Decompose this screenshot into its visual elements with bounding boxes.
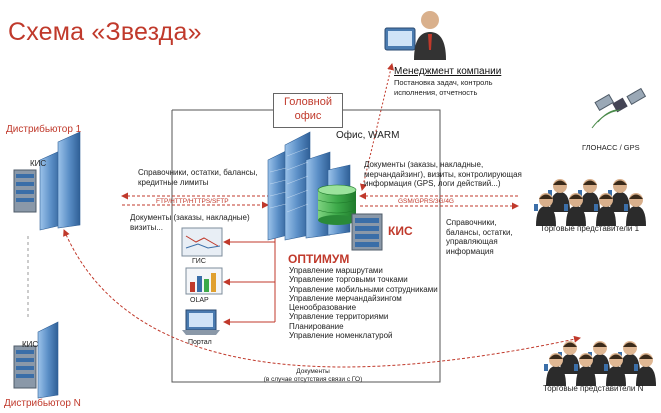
left-in-text: Справочники, остатки, балансы, кредитные… bbox=[138, 168, 258, 187]
function-item: Управление мерчандайзингом bbox=[289, 293, 402, 303]
left-out-text: Документы (заказы, накладные) визиты... bbox=[130, 213, 250, 232]
right-in-text: Документы (заказы, накладные, мерчандайз… bbox=[364, 160, 522, 189]
reps-1-people bbox=[534, 179, 646, 226]
person-icon bbox=[634, 353, 656, 386]
map-icon bbox=[181, 227, 223, 257]
bottom-docs-line-1: Документы bbox=[296, 368, 330, 375]
portal-label: Портал bbox=[188, 339, 212, 346]
right-in-line-2: мерчандайзинг), визиты, контролирующая bbox=[364, 169, 522, 179]
head-office-line-2: офис bbox=[294, 110, 322, 122]
person-icon bbox=[604, 353, 626, 386]
reps-n-people bbox=[544, 341, 656, 386]
mgmt-arrow bbox=[359, 63, 395, 191]
right-in-line-3: информация (GPS, логи действий...) bbox=[364, 179, 501, 188]
manager-icon bbox=[384, 11, 446, 60]
distributor-n-label: Дистрибьютор N bbox=[4, 398, 81, 409]
distributor-n-servers bbox=[13, 321, 59, 399]
glonass-label: ГЛОНАСС / GPS bbox=[582, 143, 640, 152]
right-out-line-1: Справочники, bbox=[446, 218, 497, 227]
head-office-line-1: Головной bbox=[284, 96, 332, 108]
head-office-box: Головной офис bbox=[273, 93, 343, 128]
database-icon bbox=[317, 184, 357, 225]
left-out-line-1: Документы (заказы, накладные) bbox=[130, 213, 250, 222]
person-icon bbox=[574, 353, 596, 386]
left-in-line-1: Справочники, остатки, балансы, bbox=[138, 168, 258, 177]
server-icon bbox=[351, 213, 383, 251]
page-title: Схема «Звезда» bbox=[8, 18, 202, 46]
person-icon bbox=[564, 193, 586, 226]
functions-list: Управление маршрутами Управление торговы… bbox=[289, 266, 438, 340]
management-block: Менеджмент компании Постановка задач, ко… bbox=[394, 66, 501, 97]
reps-n-label: Торговые представители N bbox=[543, 384, 644, 393]
management-desc-2: исполнения, отчетность bbox=[394, 87, 478, 97]
function-item: Управление номенклатурой bbox=[289, 331, 393, 341]
bottom-arc-arrow bbox=[63, 229, 581, 368]
function-item: Управление мобильными сотрудниками bbox=[289, 284, 438, 294]
distributor-n-kis: КИС bbox=[22, 340, 39, 349]
right-out-line-2: балансы, остатки, bbox=[446, 227, 513, 237]
kis-center-label: КИС bbox=[388, 224, 413, 238]
left-in-line-2: кредитные лимиты bbox=[138, 177, 209, 187]
gis-label: ГИС bbox=[192, 258, 206, 265]
distributor-1-servers bbox=[13, 131, 81, 231]
function-item: Управление торговыми точками bbox=[289, 275, 408, 285]
person-icon bbox=[594, 193, 616, 226]
optimum-label: ОПТИМУМ bbox=[288, 252, 350, 266]
right-out-text: Справочники, балансы, остатки, управляющ… bbox=[446, 218, 513, 256]
reps-1-label: Торговые представители 1 bbox=[540, 224, 640, 233]
office-warm-label: Офис, WARM bbox=[336, 130, 400, 141]
olap-label: OLAP bbox=[190, 297, 209, 304]
person-icon bbox=[624, 193, 646, 226]
bottom-docs-text: Документы (в случае отсутствия связи с Г… bbox=[258, 368, 368, 384]
chart-icon bbox=[185, 267, 223, 295]
protocols-label: FTP/HTTP/HTTPS/SFTP bbox=[156, 198, 229, 205]
bottom-docs-line-2: (в случае отсутствия связи с ГО) bbox=[263, 376, 363, 383]
right-out-line-3: управляющая bbox=[446, 237, 498, 246]
right-in-line-1: Документы (заказы, накладные, bbox=[364, 160, 484, 169]
function-item: Планирование bbox=[289, 321, 344, 331]
function-item: Управление территориями bbox=[289, 312, 389, 322]
gsm-label: GSM/GPRS/3G/4G bbox=[398, 198, 454, 205]
person-icon bbox=[544, 353, 566, 386]
satellite-icon bbox=[591, 87, 647, 129]
distributor-1-kis: КИС bbox=[30, 159, 47, 168]
function-item: Ценообразование bbox=[289, 303, 357, 313]
right-out-line-4: информация bbox=[446, 246, 494, 256]
management-title: Менеджмент компании bbox=[394, 66, 502, 77]
person-icon bbox=[534, 193, 556, 226]
function-item: Управление маршрутами bbox=[289, 266, 383, 275]
laptop-icon bbox=[182, 309, 220, 335]
management-desc-1: Постановка задач, контроль bbox=[394, 78, 493, 87]
left-out-line-2: визиты... bbox=[130, 222, 163, 232]
distributor-1-label: Дистрибьютор 1 bbox=[6, 124, 82, 135]
